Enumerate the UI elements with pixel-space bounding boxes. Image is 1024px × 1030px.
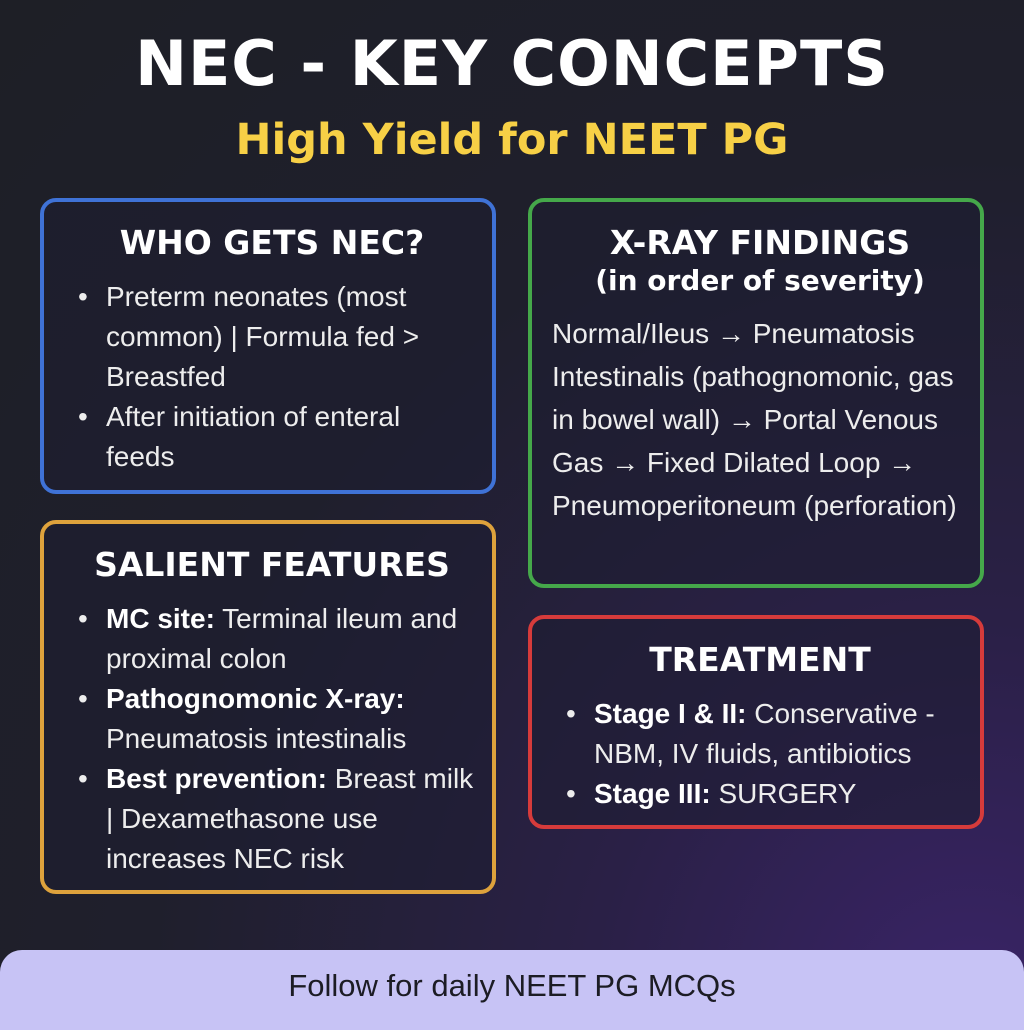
treatment-list: • Stage I & II: Conservative - NBM, IV f… — [558, 694, 962, 814]
xray-findings-text: Normal/Ileus → Pneumatosis Intestinalis … — [552, 317, 957, 521]
list-item-text: After initiation of enteral feeds — [106, 401, 401, 473]
xray-findings-heading: X-RAY FINDINGS — [609, 223, 911, 262]
footer-text: Follow for daily NEET PG MCQs — [288, 968, 736, 1003]
list-item-lead: Stage I & II: — [594, 698, 747, 730]
list-item-lead: MC site: — [106, 603, 215, 635]
treatment-heading: TREATMENT — [649, 640, 871, 679]
treatment-card: TREATMENT • Stage I & II: Conservative -… — [528, 615, 984, 829]
xray-findings-subheading: (in order of severity) — [595, 264, 925, 298]
list-item-text: Terminal ileum and proximal colon — [106, 603, 458, 675]
list-item-text: Preterm neonates (most common) | Formula… — [106, 281, 420, 393]
salient-features-card: SALIENT FEATURES • MC site: Terminal ile… — [40, 520, 496, 894]
who-gets-nec-card: WHO GETS NEC? • Preterm neonates (most c… — [40, 198, 496, 494]
list-item: • Stage I & II: Conservative - NBM, IV f… — [558, 694, 962, 774]
footer-banner: Follow for daily NEET PG MCQs — [0, 950, 1024, 1030]
bullet-icon: • — [78, 281, 88, 313]
list-item-text: Pneumatosis intestinalis — [106, 723, 407, 755]
bullet-icon: • — [566, 698, 576, 730]
list-item-lead: Stage III: — [594, 778, 711, 810]
bullet-icon: • — [566, 778, 576, 810]
list-item-text: SURGERY — [710, 778, 857, 810]
list-item: • Stage III: SURGERY — [558, 774, 962, 814]
bullet-icon: • — [78, 763, 88, 795]
list-item-text: Conservative - NBM, IV fluids, antibioti… — [594, 698, 935, 770]
list-item-text: Breast milk | Dexamethasone use increase… — [106, 763, 474, 875]
list-item-lead: Best prevention: — [106, 763, 327, 795]
list-item: • Preterm neonates (most common) | Formu… — [70, 277, 474, 397]
salient-features-list: • MC site: Terminal ileum and proximal c… — [70, 599, 474, 879]
bullet-icon: • — [78, 603, 88, 635]
list-item: • MC site: Terminal ileum and proximal c… — [70, 599, 474, 679]
list-item: • Best prevention: Breast milk | Dexamet… — [70, 759, 474, 879]
who-gets-nec-heading: WHO GETS NEC? — [119, 223, 425, 262]
list-item: • After initiation of enteral feeds — [70, 397, 474, 477]
xray-findings-card: X-RAY FINDINGS (in order of severity) No… — [528, 198, 984, 588]
page-subtitle: High Yield for NEET PG — [235, 115, 789, 165]
list-item-lead: Pathognomonic X-ray: — [106, 683, 405, 715]
who-gets-nec-list: • Preterm neonates (most common) | Formu… — [70, 277, 474, 477]
bullet-icon: • — [78, 683, 88, 715]
bullet-icon: • — [78, 401, 88, 433]
page-title: NEC - KEY CONCEPTS — [135, 27, 889, 100]
salient-features-heading: SALIENT FEATURES — [94, 545, 450, 584]
list-item: • Pathognomonic X-ray: Pneumatosis intes… — [70, 679, 474, 759]
